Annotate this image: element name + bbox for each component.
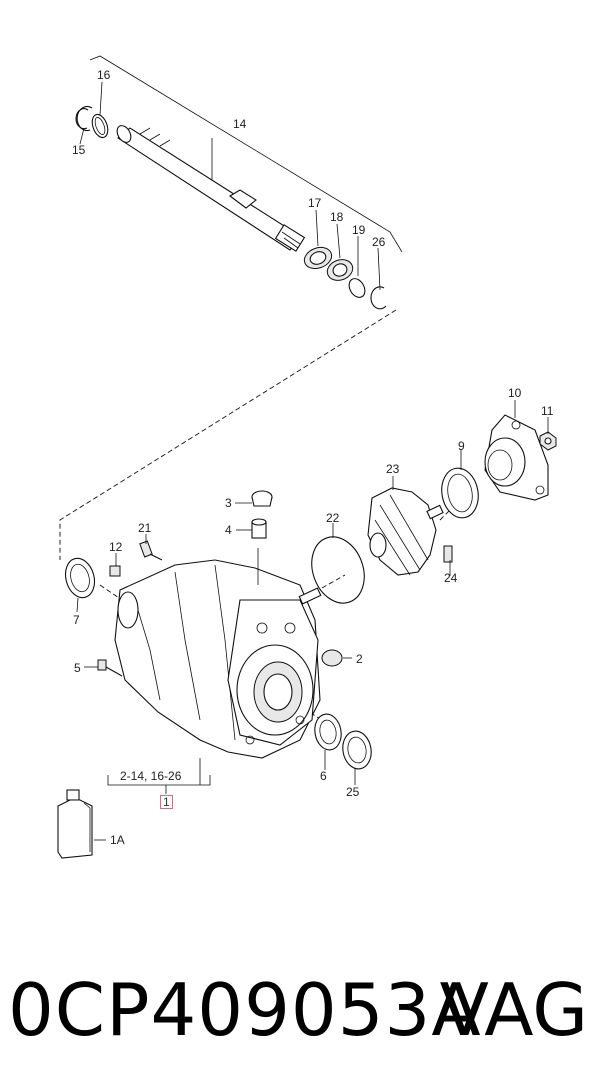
callout-25: 25 (346, 785, 360, 799)
bolt-24 (443, 545, 453, 563)
gear-23 (367, 487, 444, 576)
o-ring-22 (311, 536, 365, 604)
callout-6: 6 (320, 769, 327, 783)
callout-2: 2 (356, 652, 363, 666)
seal-9 (441, 467, 479, 519)
callout-17: 17 (308, 196, 322, 210)
circlip-15 (75, 105, 93, 132)
exploded-parts-diagram: 16 15 14 17 18 19 26 10 11 9 23 3 4 22 2… (57, 55, 557, 859)
callout-3: 3 (225, 496, 232, 510)
bolt-5 (97, 659, 123, 677)
seal-7 (64, 557, 96, 599)
bolt-21 (139, 540, 163, 561)
callout-12: 12 (109, 540, 123, 554)
part-number: 0CP409053A (8, 968, 482, 1052)
callout-5: 5 (74, 661, 81, 675)
nut-11 (539, 431, 557, 451)
bearing-18 (326, 259, 354, 281)
callout-18: 18 (330, 210, 344, 224)
plug-3 (251, 490, 273, 507)
callout-14: 14 (233, 117, 247, 131)
callout-19: 19 (352, 223, 366, 237)
diagram-drawing (57, 55, 557, 859)
callout-10: 10 (508, 386, 522, 400)
ring-16 (91, 113, 109, 139)
callout-range: 2-14, 16-26 (120, 769, 182, 783)
circlip-19 (348, 278, 366, 298)
callout-16: 16 (97, 68, 111, 82)
callout-23: 23 (386, 462, 400, 476)
brand-name: VAG (439, 968, 588, 1052)
flange-10 (484, 414, 549, 501)
ring-25 (342, 730, 372, 770)
callout-1: 1 (160, 795, 173, 809)
callout-21: 21 (138, 521, 152, 535)
cap-2 (321, 649, 343, 667)
callout-9: 9 (458, 439, 465, 453)
bolt-12 (109, 565, 121, 577)
gearbox-housing (114, 559, 322, 759)
oil-bottle-1a (57, 789, 106, 859)
callout-7: 7 (73, 613, 80, 627)
leader-lines (76, 81, 549, 794)
seal-6 (314, 713, 342, 751)
shaft-14 (116, 125, 306, 252)
part-number-bar: 0CP409053A VAG (0, 960, 600, 1060)
callout-11: 11 (541, 404, 554, 418)
callout-15: 15 (72, 143, 86, 157)
callout-4: 4 (225, 523, 232, 537)
callout-26: 26 (372, 235, 386, 249)
callout-1a: 1A (110, 833, 125, 847)
callout-22: 22 (326, 511, 340, 525)
circlip-26 (370, 286, 387, 310)
sleeve-4 (251, 518, 267, 539)
bearing-17 (303, 246, 333, 270)
callout-24: 24 (444, 571, 458, 585)
shaft-group-outline (89, 55, 403, 253)
